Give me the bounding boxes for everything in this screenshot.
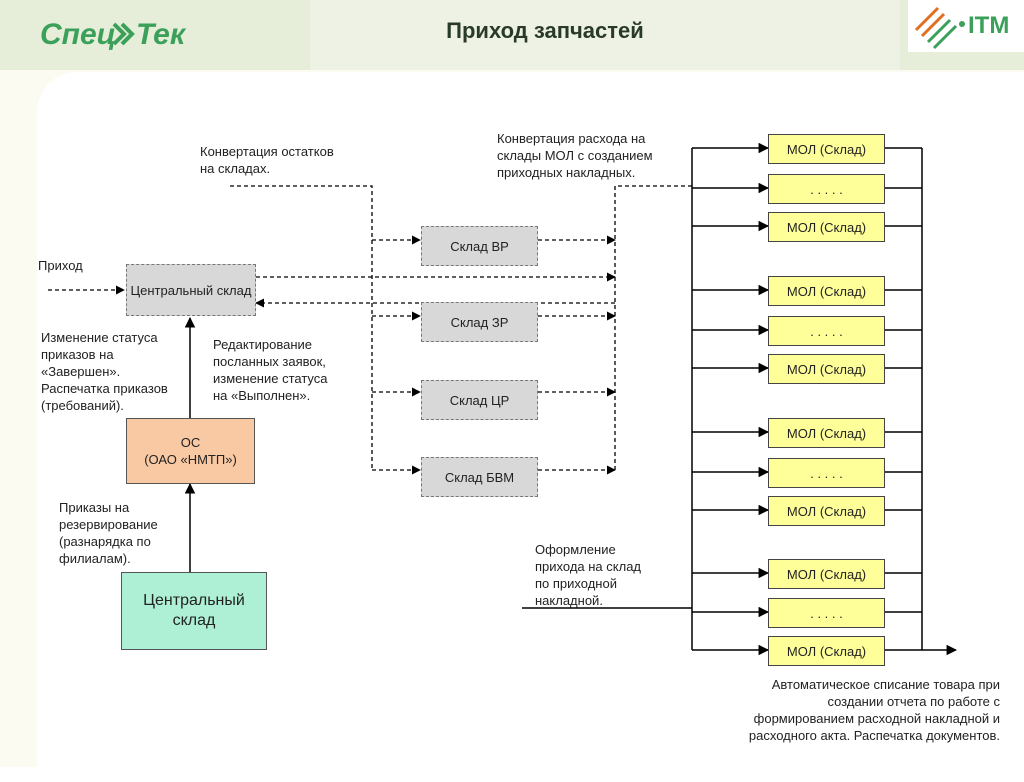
warehouse-bvm: Склад БВМ xyxy=(421,457,538,497)
svg-text:Тек: Тек xyxy=(136,18,187,51)
mol-box: МОЛ (Склад) xyxy=(768,134,885,164)
mol-box: МОЛ (Склад) xyxy=(768,418,885,448)
note-conversion-stocks: Конвертация остатков на складах. xyxy=(200,144,334,176)
os-box: ОС (ОАО «НМТП») xyxy=(126,418,255,484)
mol-box: МОЛ (Склад) xyxy=(768,559,885,589)
central-warehouse-top: Центральный склад xyxy=(126,264,256,316)
spectek-logo: Спец Тек xyxy=(40,18,187,51)
note-status-completed: Изменение статуса приказов на «Завершен»… xyxy=(41,330,168,413)
note-prihod: Приход xyxy=(38,258,83,273)
mol-box: МОЛ (Склад) xyxy=(768,636,885,666)
mol-box: . . . . . xyxy=(768,174,885,204)
warehouse-zr: Склад ЗР xyxy=(421,302,538,342)
itm-logo-text: ITM xyxy=(968,12,1009,39)
mol-box: . . . . . xyxy=(768,458,885,488)
itm-logo: ITM xyxy=(908,0,1024,52)
mol-box: . . . . . xyxy=(768,316,885,346)
note-reservation-orders: Приказы на резервирование (разнарядка по… xyxy=(59,500,158,566)
mol-box: МОЛ (Склад) xyxy=(768,354,885,384)
header-title-area xyxy=(310,0,900,70)
central-warehouse-bottom: Центральный склад xyxy=(121,572,267,650)
mol-box: МОЛ (Склад) xyxy=(768,496,885,526)
note-auto-writeoff: Автоматическое списание товара при созда… xyxy=(748,677,1000,743)
note-conversion-expense: Конвертация расхода на склады МОЛ с созд… xyxy=(497,131,653,180)
page-title: Приход запчастей xyxy=(446,18,644,43)
svg-text:Спец: Спец xyxy=(40,18,116,51)
mol-box: МОЛ (Склад) xyxy=(768,276,885,306)
warehouse-vr: Склад ВР xyxy=(421,226,538,266)
warehouse-cr: Склад ЦР xyxy=(421,380,538,420)
note-editing-requests: Редактирование посланных заявок, изменен… xyxy=(213,337,328,403)
mol-box: . . . . . xyxy=(768,598,885,628)
note-receipt-registration: Оформление прихода на склад по приходной… xyxy=(535,542,642,608)
mol-box: МОЛ (Склад) xyxy=(768,212,885,242)
